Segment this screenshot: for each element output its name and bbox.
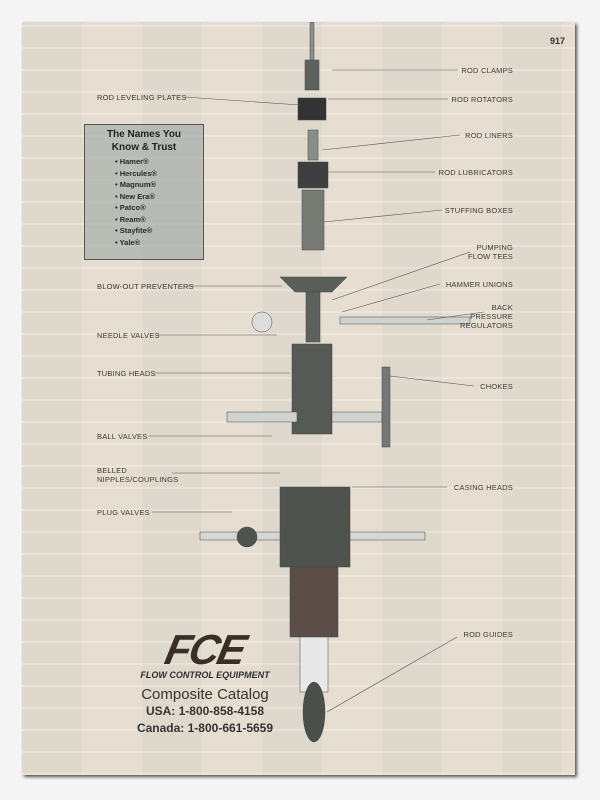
fce-logo-block: FCE FLOW CONTROL EQUIPMENT Composite Cat… bbox=[110, 626, 300, 737]
label-blow-out-preventers: BLOW-OUT PREVENTERS bbox=[97, 282, 194, 291]
label-rod-clamps: ROD CLAMPS bbox=[461, 66, 513, 75]
brands-title-2: Know & Trust bbox=[111, 142, 177, 153]
brand-item: Magnum® bbox=[115, 179, 203, 191]
brands-box: The Names You Know & Trust Hamer® Hercul… bbox=[84, 124, 204, 260]
label-belled-nipples-couplings: BELLED NIPPLES/COUPLINGS bbox=[97, 466, 179, 484]
brand-item: Ream® bbox=[115, 214, 203, 226]
brand-item: New Era® bbox=[115, 191, 203, 203]
label-casing-heads: CASING HEADS bbox=[453, 483, 513, 492]
label-hammer-unions: HAMMER UNIONS bbox=[445, 280, 513, 289]
label-plug-valves: PLUG VALVES bbox=[97, 508, 150, 517]
page-number: 917 bbox=[549, 36, 565, 46]
company-name: FLOW CONTROL EQUIPMENT bbox=[140, 670, 270, 680]
brand-item: Patco® bbox=[115, 202, 203, 214]
label-stuffing-boxes: STUFFING BOXES bbox=[444, 206, 513, 215]
brand-item: Yale® bbox=[115, 237, 203, 249]
label-chokes: CHOKES bbox=[480, 382, 513, 391]
catalog-page: 917 ROD LEVELING PLATES BLOW-OUT PREVENT… bbox=[22, 22, 575, 775]
brands-list: Hamer® Hercules® Magnum® New Era® Patco®… bbox=[115, 156, 203, 248]
brand-item: Hercules® bbox=[115, 168, 203, 180]
phone-canada: Canada: 1-800-661-5659 bbox=[136, 721, 274, 735]
label-pumping-flow-tees: PUMPING FLOW TEES bbox=[467, 243, 513, 261]
label-rod-lubricators: ROD LUBRICATORS bbox=[438, 168, 513, 177]
phone-usa: USA: 1-800-858-4158 bbox=[145, 704, 265, 718]
label-tubing-heads: TUBING HEADS bbox=[97, 369, 156, 378]
label-rod-rotators: ROD ROTATORS bbox=[451, 95, 513, 104]
fce-logo: FCE bbox=[161, 626, 250, 673]
label-rod-guides: ROD GUIDES bbox=[463, 630, 513, 639]
brand-item: Stayfite® bbox=[115, 225, 203, 237]
label-needle-valves: NEEDLE VALVES bbox=[97, 331, 160, 340]
wellhead-illustration bbox=[148, 22, 485, 743]
catalog-title: Composite Catalog bbox=[141, 686, 269, 703]
label-back-pressure-regulators: BACK PRESSURE REGULATORS bbox=[460, 303, 513, 330]
label-rod-leveling-plates: ROD LEVELING PLATES bbox=[97, 93, 187, 102]
brand-item: Hamer® bbox=[115, 156, 203, 168]
label-ball-valves: BALL VALVES bbox=[97, 432, 148, 441]
label-rod-liners: ROD LINERS bbox=[465, 131, 513, 140]
brands-title-1: The Names You bbox=[106, 129, 182, 140]
